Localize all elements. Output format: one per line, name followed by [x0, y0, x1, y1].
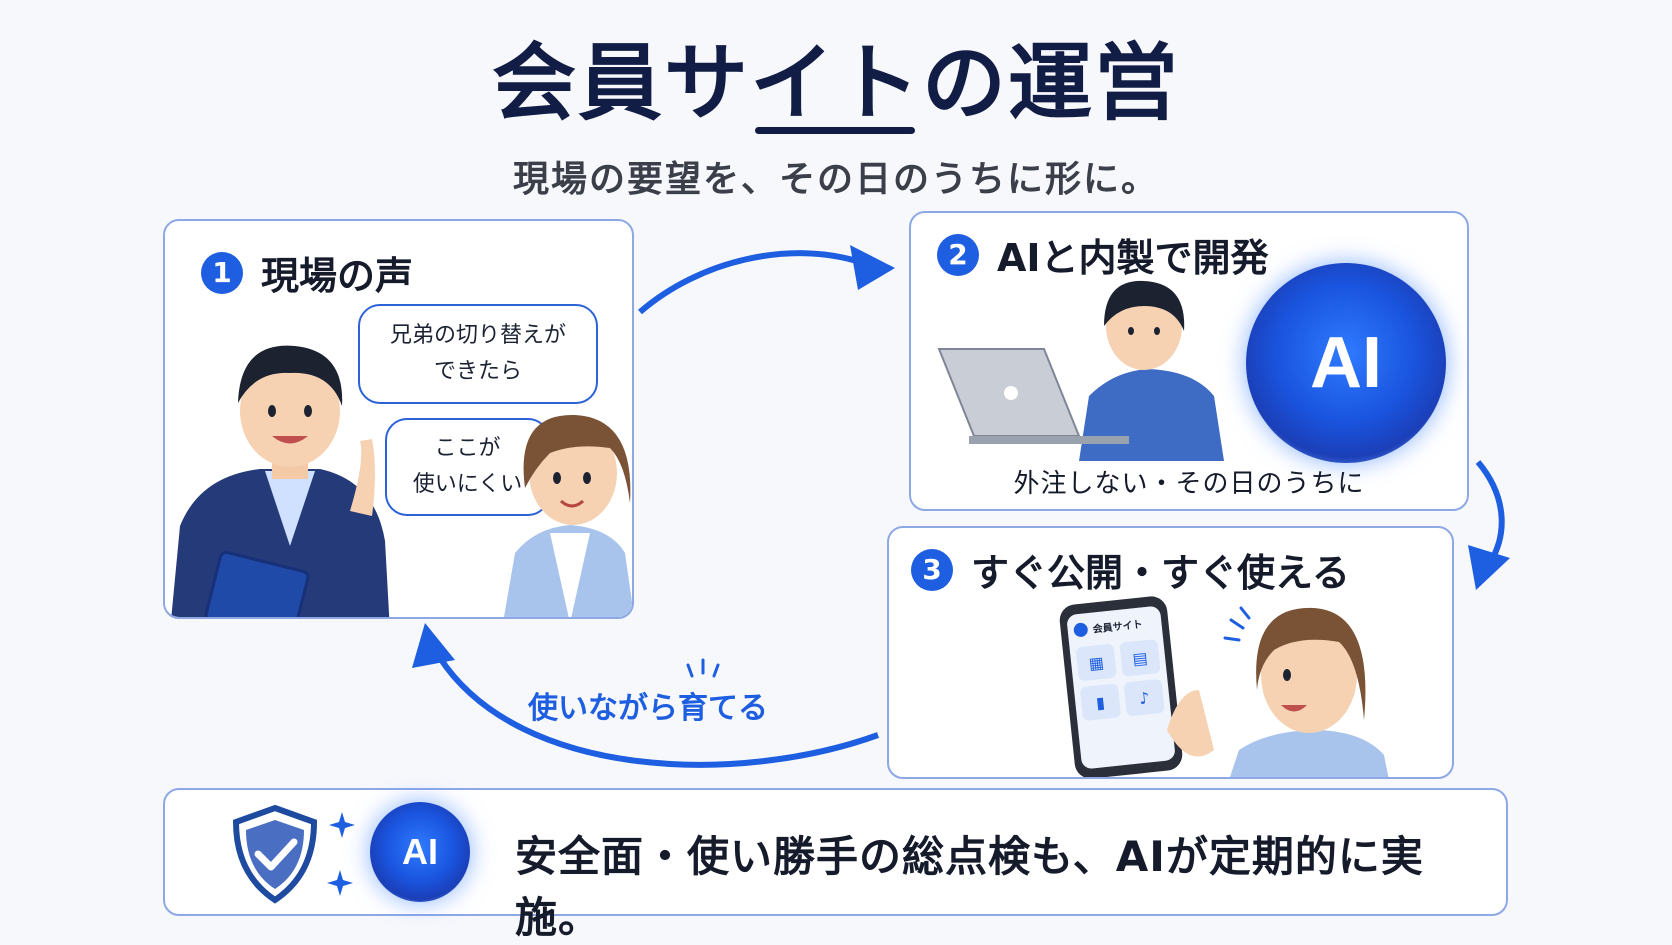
businessman-illustration — [171, 345, 390, 617]
arrow-head-3 — [412, 623, 455, 668]
shield-check-icon — [232, 804, 318, 904]
page-title: 会員サイトの運営 — [491, 34, 1180, 132]
step2-header: 2 AIと内製で開発 — [937, 227, 1269, 282]
speech-bubble-hard-to-use: ここが 使いにくい — [385, 418, 550, 516]
bubble1-line1: 兄弟の切り替えが — [389, 323, 566, 348]
document-icon[interactable]: ▤ — [1119, 638, 1161, 677]
step1-card: 1 現場の声 兄弟の切り替えが できたら ここが 使いにくい — [163, 219, 634, 619]
arrow-step2-to-step3 — [1475, 460, 1505, 564]
bubble2-line1: ここが — [434, 436, 501, 461]
arrow-step3-to-step1 — [437, 656, 880, 768]
sparkle-icon — [327, 812, 355, 896]
cycle-label: 使いながら育てる — [528, 691, 768, 726]
laptop-icon — [937, 348, 1129, 444]
step2-number: 2 — [937, 233, 979, 276]
woman-illustration — [504, 414, 632, 617]
phone-app-title: 会員サイト — [1092, 619, 1144, 636]
bubble2-line2: 使いにくい — [412, 472, 523, 497]
sparkle-icon — [1223, 606, 1251, 642]
step1-number: 1 — [201, 251, 243, 294]
step1-title: 現場の声 — [261, 254, 414, 298]
arrow-step1-to-step2 — [638, 250, 861, 315]
step2-title: AIと内製で開発 — [997, 236, 1269, 280]
arrow-head-2 — [1468, 545, 1510, 590]
user-icon — [1073, 621, 1089, 638]
calendar-icon[interactable]: ▦ — [1075, 643, 1117, 682]
title-underline — [755, 127, 915, 134]
bottom-summary-text: 安全面・使い勝手の総点検も、AIが定期的に実施。 — [515, 832, 1424, 942]
step1-header: 1 現場の声 — [201, 245, 413, 300]
ai-globe-icon-small: AI — [370, 802, 470, 902]
page-subtitle: 現場の要望を、その日のうちに形に。 — [512, 159, 1159, 200]
developer-illustration — [937, 280, 1224, 461]
step2-caption: 外注しない・その日のうちに — [1013, 469, 1365, 499]
step2-card: 2 AIと内製で開発 AI 外注しない・その日のうちに — [909, 211, 1469, 511]
speech-bubble-sibling-switch: 兄弟の切り替えが できたら — [358, 304, 598, 404]
step3-number: 3 — [911, 548, 953, 591]
sparkle-icon — [686, 658, 720, 678]
step3-card: 3 すぐ公開・すぐ使える 会員サイト ▦ ▤ ▮ ♪ — [887, 526, 1454, 779]
phone-app-grid: ▦ ▤ ▮ ♪ — [1069, 632, 1171, 727]
bottom-summary-bar: AI 安全面・使い勝手の総点検も、AIが定期的に実施。 — [163, 788, 1508, 942]
arrow-head-1 — [850, 245, 895, 290]
step3-header: 3 すぐ公開・すぐ使える — [911, 542, 1350, 597]
bar-chart-icon[interactable]: ▮ — [1079, 683, 1122, 722]
bubble1-line2: できたら — [433, 359, 522, 384]
ai-globe-icon: AI — [1246, 263, 1446, 463]
woman-phone-illustration — [1167, 606, 1389, 777]
step3-title: すぐ公開・すぐ使える — [971, 551, 1350, 595]
